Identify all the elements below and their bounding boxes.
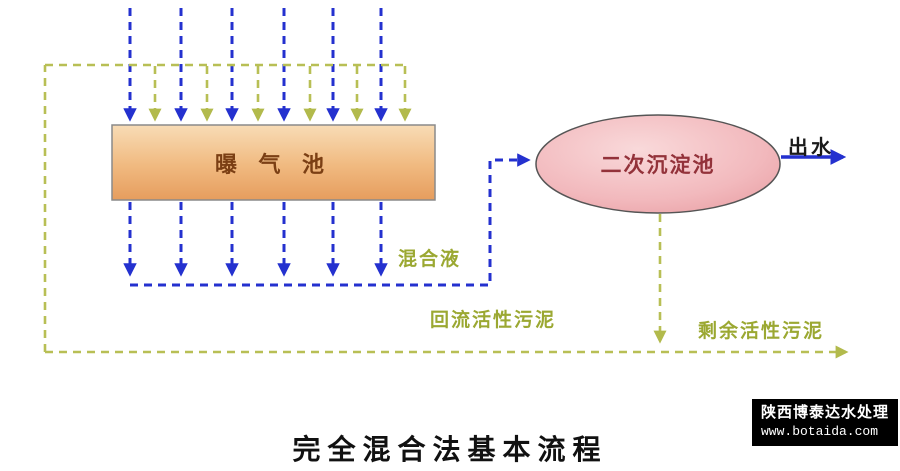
return-sludge-loop — [43, 63, 849, 359]
effluent-label: 出水 — [788, 137, 834, 159]
aeration-tank-label: 曝 气 池 — [214, 151, 332, 177]
diagram-title: 完全混合法基本流程 — [292, 435, 608, 466]
watermark-company: 陕西博泰达水处理 — [760, 404, 889, 421]
watermark-url: www.botaida.com — [760, 424, 879, 440]
return-activated-sludge-label: 回流活性污泥 — [430, 310, 557, 331]
influent-arrows — [123, 8, 388, 122]
aeration-tank-shape — [111, 124, 436, 201]
watermark: 陕西博泰达水处理 www.botaida.com — [751, 399, 898, 446]
secondary-clarifier-shape — [535, 114, 781, 214]
secondary-clarifier-label: 二次沉淀池 — [600, 153, 716, 177]
mixed-liquor-label: 混合液 — [398, 249, 462, 270]
mixed-liquor-lines — [123, 153, 531, 287]
excess-activated-sludge-label: 剩余活性污泥 — [698, 321, 825, 342]
